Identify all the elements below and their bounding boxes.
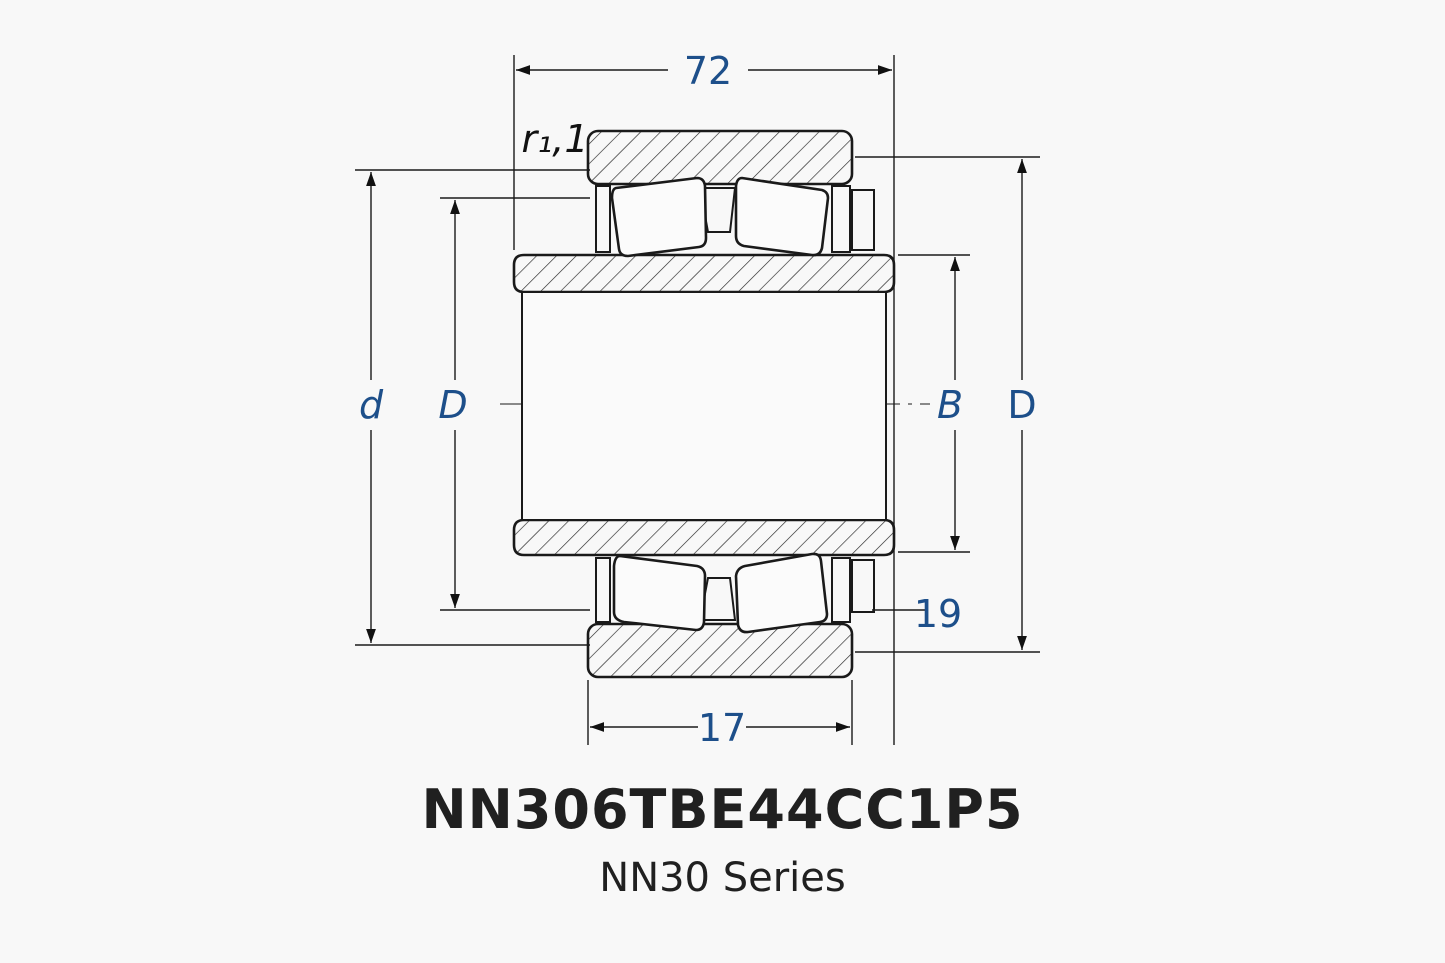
bore	[521, 291, 887, 521]
roller	[734, 176, 830, 257]
inner-ring-top	[512, 253, 896, 294]
dim-label-bore-d: d	[359, 383, 384, 427]
dim-label-overall-width: 72	[684, 49, 732, 93]
roller	[610, 176, 708, 258]
series-subtitle: NN30 Series	[599, 855, 846, 901]
dim-label-outer-D: D	[1007, 383, 1036, 427]
outer-ring-bottom	[586, 622, 854, 679]
roller	[612, 554, 707, 632]
dim-label-ring-width: 17	[698, 706, 746, 750]
dim-label-B: B	[937, 383, 963, 427]
part-number-title: NN306TBE44CC1P5	[421, 778, 1024, 841]
outer-ring-top	[586, 129, 854, 186]
bearing-rings	[512, 129, 896, 679]
dim-label-radius: r₁,1	[521, 117, 588, 161]
dim-label-flange: 19	[914, 592, 962, 636]
roller	[734, 552, 829, 634]
dimension-lines	[355, 55, 1040, 745]
dim-label-inner-D: D	[438, 383, 467, 427]
inner-ring-bottom	[512, 518, 896, 557]
